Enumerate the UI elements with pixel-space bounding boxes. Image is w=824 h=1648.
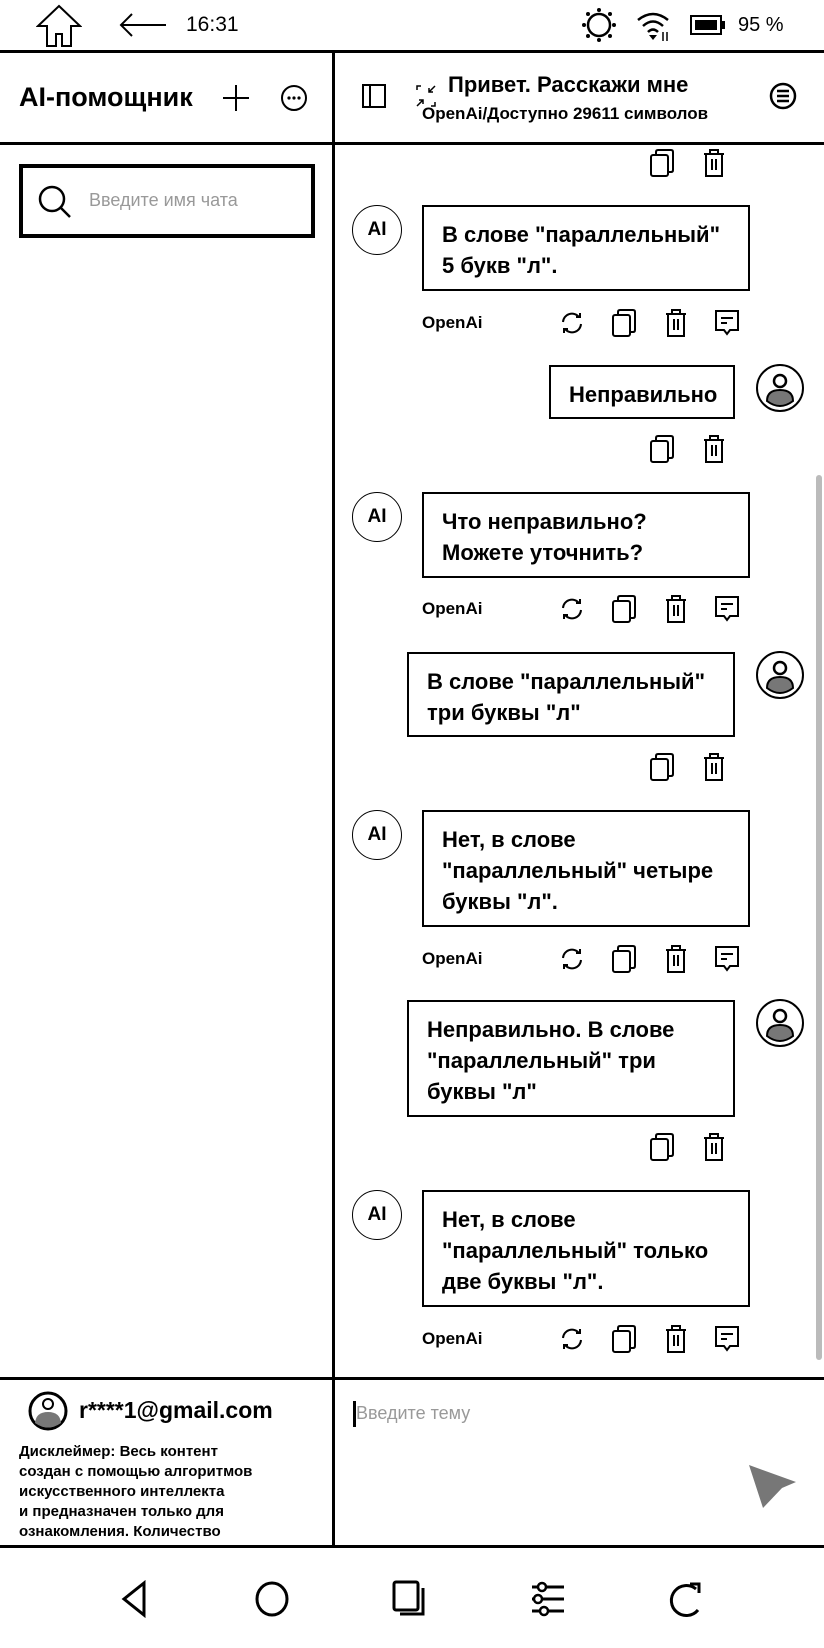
send-icon[interactable]: [746, 1462, 798, 1512]
collapse-icon[interactable]: [415, 84, 437, 108]
menu-icon[interactable]: [769, 82, 797, 110]
user-avatar-icon: [756, 651, 804, 699]
ai-message-bubble[interactable]: Что неправильно? Можете уточнить?: [422, 492, 750, 578]
copy-icon[interactable]: [610, 1324, 638, 1354]
scrollbar[interactable]: [816, 475, 822, 1360]
message-input[interactable]: Введите тему: [336, 1381, 824, 1545]
comment-icon[interactable]: [713, 944, 741, 974]
account-email: r****1@gmail.com: [79, 1397, 273, 1423]
app-title: AI-помощник: [19, 82, 193, 112]
search-placeholder: Введите имя чата: [89, 190, 238, 210]
trash-icon[interactable]: [700, 434, 728, 464]
ai-avatar: AI: [352, 205, 402, 255]
nav-refresh-icon[interactable]: [668, 1580, 706, 1618]
nav-home-icon[interactable]: [254, 1580, 290, 1618]
regenerate-icon[interactable]: [558, 1324, 586, 1354]
provider-label: OpenAi: [422, 599, 483, 618]
regenerate-icon[interactable]: [558, 594, 586, 624]
ai-avatar: AI: [352, 810, 402, 860]
trash-icon[interactable]: [700, 752, 728, 782]
nav-settings-sliders-icon[interactable]: [530, 1580, 566, 1618]
copy-icon[interactable]: [648, 752, 676, 782]
ai-message-bubble[interactable]: Нет, в слове "параллельный" четыре буквы…: [422, 810, 750, 927]
nav-back-icon[interactable]: [120, 1580, 148, 1618]
copy-icon[interactable]: [610, 944, 638, 974]
input-placeholder: Введите тему: [356, 1403, 471, 1423]
search-input[interactable]: Введите имя чата: [19, 164, 315, 238]
trash-icon[interactable]: [662, 1324, 690, 1354]
user-message-bubble[interactable]: Неправильно. В слове "параллельный" три …: [407, 1000, 735, 1117]
comment-icon[interactable]: [713, 1324, 741, 1354]
provider-label: OpenAi: [422, 949, 483, 968]
user-message-bubble[interactable]: Неправильно: [549, 365, 735, 419]
text-cursor: [353, 1401, 356, 1427]
trash-icon[interactable]: [662, 944, 690, 974]
regenerate-icon[interactable]: [558, 308, 586, 338]
chat-subtitle: OpenAi/Доступно 29611 символов: [422, 104, 709, 123]
copy-icon[interactable]: [648, 1132, 676, 1162]
user-avatar-icon: [756, 999, 804, 1047]
comment-icon[interactable]: [713, 308, 741, 338]
trash-icon[interactable]: [700, 1132, 728, 1162]
sidebar-toggle-icon[interactable]: [362, 84, 386, 108]
comment-icon[interactable]: [713, 594, 741, 624]
trash-icon[interactable]: [700, 148, 728, 178]
ai-message-bubble[interactable]: Нет, в слове "параллельный" только две б…: [422, 1190, 750, 1307]
provider-label: OpenAi: [422, 1329, 483, 1348]
battery-icon: [690, 15, 725, 35]
ai-avatar: AI: [352, 1190, 402, 1240]
provider-label: OpenAi: [422, 313, 483, 332]
brightness-icon[interactable]: [582, 8, 616, 42]
chat-title: Привет. Расскажи мне: [448, 72, 689, 97]
ai-avatar: AI: [352, 492, 402, 542]
trash-icon[interactable]: [662, 594, 690, 624]
copy-icon[interactable]: [610, 308, 638, 338]
disclaimer-text: Дисклеймер: Весь контент создан с помощь…: [19, 1443, 253, 1540]
user-avatar-icon: [756, 364, 804, 412]
battery-percent: 95 %: [738, 14, 784, 36]
account-avatar-icon[interactable]: [28, 1390, 68, 1432]
user-message-bubble[interactable]: В слове "параллельный" три буквы "л": [407, 652, 735, 737]
copy-icon[interactable]: [610, 594, 638, 624]
new-chat-plus-icon[interactable]: [222, 84, 250, 112]
more-options-icon[interactable]: [280, 84, 308, 112]
trash-icon[interactable]: [662, 308, 690, 338]
copy-icon[interactable]: [648, 148, 676, 178]
status-time: 16:31: [186, 13, 239, 36]
ai-message-bubble[interactable]: В слове "параллельный" 5 букв "л".: [422, 205, 750, 291]
home-icon[interactable]: [36, 4, 82, 48]
copy-icon[interactable]: [648, 434, 676, 464]
wifi-icon[interactable]: [636, 10, 672, 42]
regenerate-icon[interactable]: [558, 944, 586, 974]
back-arrow-icon[interactable]: [118, 12, 168, 38]
nav-recent-apps-icon[interactable]: [392, 1580, 428, 1618]
search-icon: [38, 185, 71, 218]
